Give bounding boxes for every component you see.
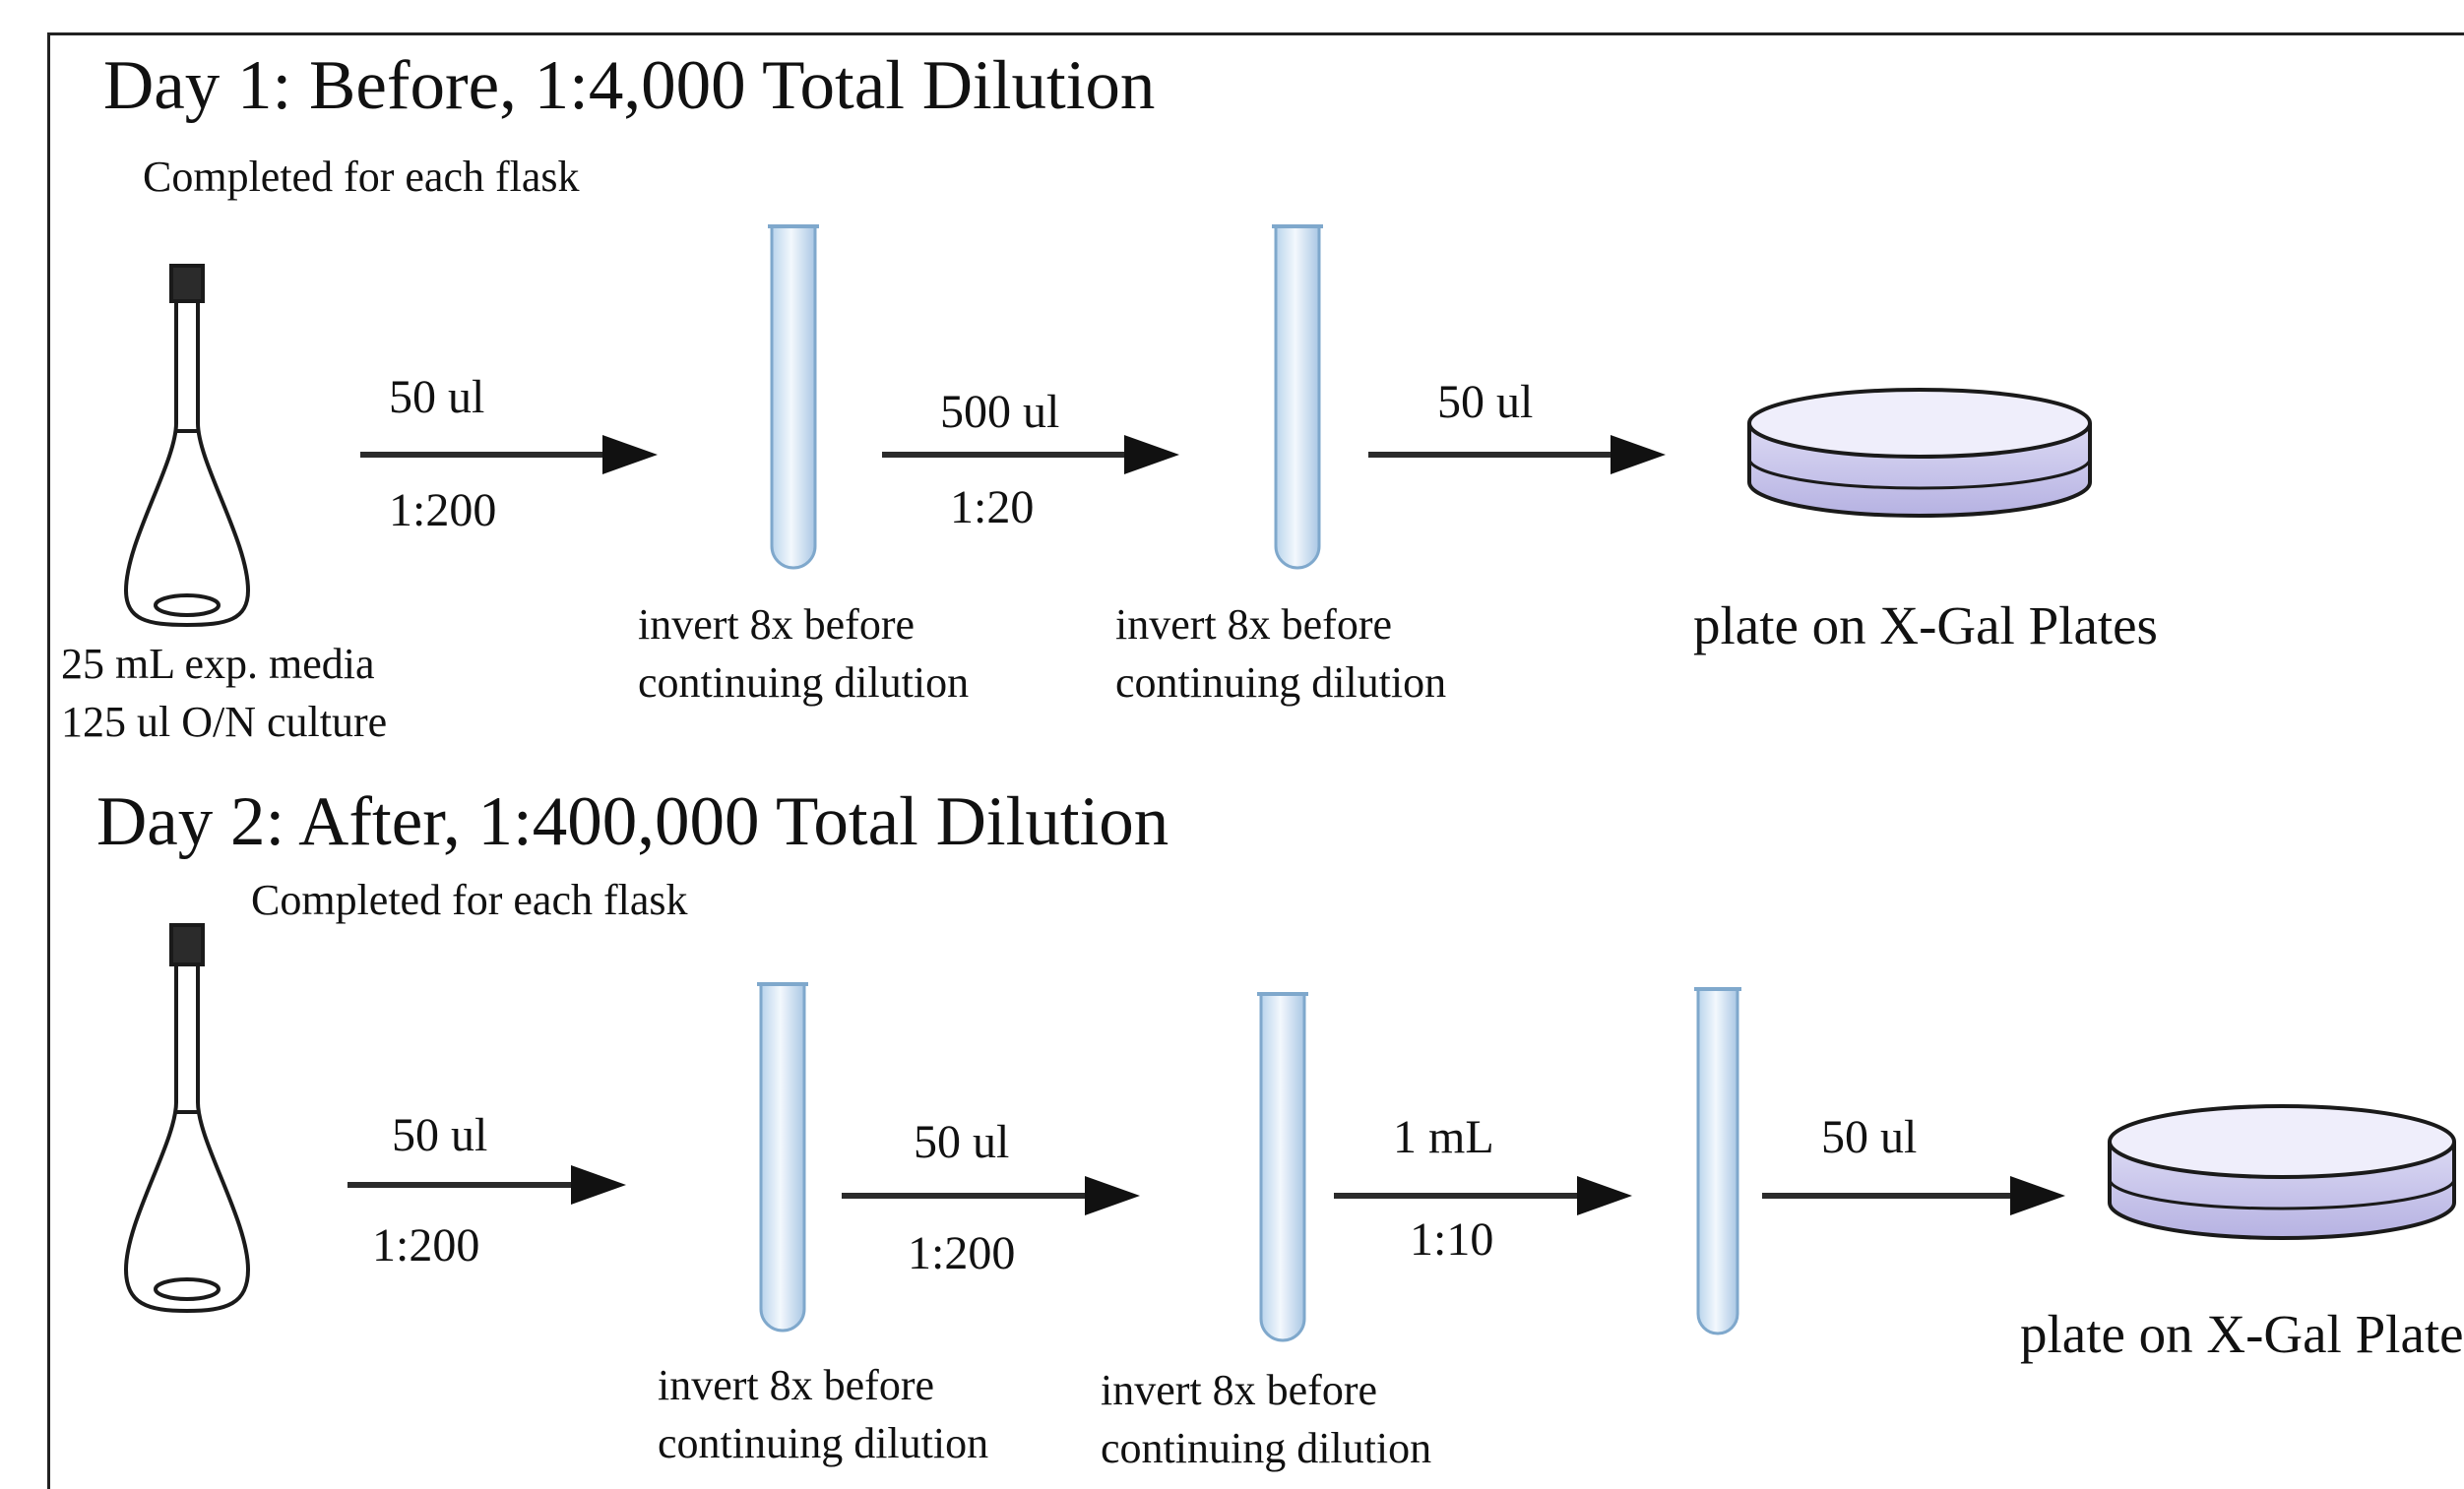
arrow-icon	[347, 1165, 626, 1205]
flask-note-line2: 125 ul O/N culture	[61, 698, 388, 747]
tube-note-line2: continuing dilution	[658, 1419, 989, 1468]
day1-step2-volume: 500 ul	[940, 386, 1060, 438]
day2-tube1-note: invert 8x before continuing dilution	[658, 1356, 988, 1473]
day1-step1-volume: 50 ul	[389, 371, 485, 423]
tube-note-line1: invert 8x before	[1115, 600, 1392, 649]
day2-step1-ratio: 1:200	[372, 1219, 480, 1272]
tube-note-line1: invert 8x before	[658, 1361, 934, 1409]
day2-subtitle: Completed for each flask	[251, 876, 688, 924]
arrow-icon	[1334, 1176, 1632, 1215]
day2-step3-ratio: 1:10	[1410, 1213, 1494, 1266]
day2-tube2-note: invert 8x before continuing dilution	[1101, 1361, 1431, 1478]
tube-note-line1: invert 8x before	[638, 600, 915, 649]
day2-step3-volume: 1 mL	[1393, 1111, 1494, 1163]
day1-flask-note: 25 mL exp. media 125 ul O/N culture	[61, 635, 387, 752]
test-tube-icon	[1272, 224, 1323, 570]
day1-tube2-note: invert 8x before continuing dilution	[1115, 595, 1446, 713]
arrow-icon	[1368, 435, 1666, 474]
day1-plate-label: plate on X-Gal Plates	[1693, 595, 2158, 655]
day1-step2-ratio: 1:20	[950, 481, 1035, 533]
test-tube-icon	[768, 224, 819, 570]
test-tube-icon	[1257, 992, 1308, 1342]
arrow-icon	[1762, 1176, 2065, 1215]
flask-note-line1: 25 mL exp. media	[61, 640, 375, 688]
tube-note-line1: invert 8x before	[1101, 1366, 1377, 1414]
day2-plate-label: plate on X-Gal Plates	[2020, 1304, 2464, 1364]
day2-title: Day 2: After, 1:400,000 Total Dilution	[96, 783, 1169, 860]
test-tube-icon	[1694, 987, 1741, 1335]
flask-icon	[123, 264, 251, 628]
petri-dish-icon	[2108, 1104, 2456, 1240]
test-tube-icon	[757, 982, 808, 1333]
day2-step1-volume: 50 ul	[392, 1109, 488, 1161]
day2-step4-volume: 50 ul	[1821, 1111, 1918, 1163]
day1-step3-volume: 50 ul	[1437, 376, 1534, 428]
arrow-icon	[360, 435, 658, 474]
day1-step1-ratio: 1:200	[389, 484, 497, 536]
day2-step2-volume: 50 ul	[914, 1116, 1010, 1168]
tube-note-line2: continuing dilution	[638, 658, 970, 708]
arrow-icon	[842, 1176, 1140, 1215]
arrow-icon	[882, 435, 1179, 474]
day1-title: Day 1: Before, 1:4,000 Total Dilution	[103, 47, 1156, 124]
tube-note-line2: continuing dilution	[1101, 1424, 1432, 1473]
day1-subtitle: Completed for each flask	[143, 153, 580, 201]
tube-note-line2: continuing dilution	[1115, 658, 1447, 708]
day2-step2-ratio: 1:200	[908, 1227, 1016, 1279]
day1-tube1-note: invert 8x before continuing dilution	[638, 595, 969, 713]
flask-icon	[123, 923, 251, 1314]
diagram-frame	[47, 32, 2464, 1489]
petri-dish-icon	[1747, 388, 2092, 518]
